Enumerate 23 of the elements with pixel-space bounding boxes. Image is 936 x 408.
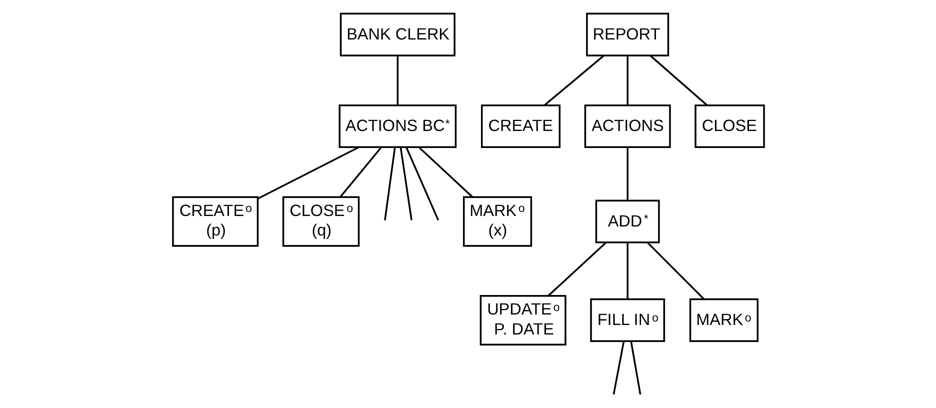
node-box: ACTIONS BC* [338, 104, 456, 148]
connector [399, 146, 412, 220]
connector [626, 242, 628, 299]
connector [626, 147, 628, 200]
node-box: REPORT [586, 12, 669, 56]
connector [339, 146, 382, 197]
connector [646, 242, 704, 300]
connector [396, 55, 398, 105]
connector [630, 340, 641, 394]
connector [257, 146, 358, 199]
node-box: CLOSE [694, 104, 764, 148]
connector [612, 340, 624, 394]
connector [384, 146, 396, 220]
node-box: BANK CLERK [339, 12, 455, 56]
node-box: CREATE [480, 104, 560, 148]
connector [543, 54, 604, 106]
node-box: ACTIONS [584, 104, 670, 148]
connector [626, 55, 628, 105]
connector [418, 146, 472, 198]
connector [405, 146, 439, 220]
connector [649, 54, 708, 106]
node-box: ADD* [594, 199, 660, 243]
connector [547, 242, 606, 296]
